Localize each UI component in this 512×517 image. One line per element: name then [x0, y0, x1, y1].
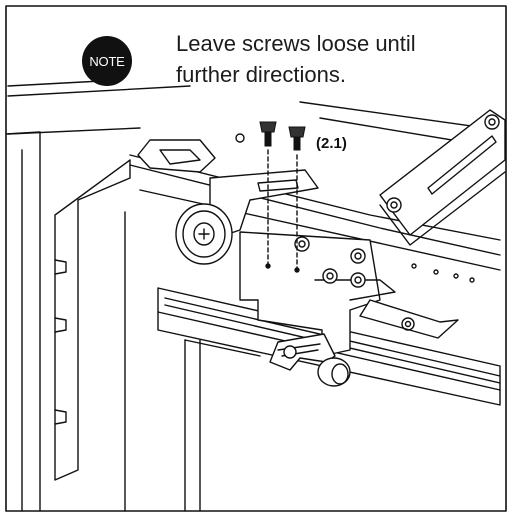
inner-door-top — [184, 339, 261, 357]
bolt-icon — [294, 114, 500, 288]
cabinet-frame-3 — [139, 189, 501, 271]
note-line-1: Leave screws loose until — [176, 31, 416, 56]
strap-bracket-edge — [379, 171, 506, 246]
strap-bracket — [379, 109, 506, 236]
note-badge: NOTE — [82, 36, 132, 86]
frame-border — [5, 5, 507, 512]
top-clamp — [137, 139, 216, 173]
roller-wheel-icon — [175, 203, 233, 265]
latch-pivot — [401, 317, 415, 331]
top-rail-outline — [7, 79, 191, 135]
left-plate-notches — [54, 259, 67, 425]
main-bracket-fold — [314, 279, 396, 301]
inner-door — [184, 339, 201, 512]
screw-icon — [259, 121, 306, 151]
left-plate — [54, 159, 131, 481]
note-line-2: further directions. — [176, 62, 346, 87]
part-callout-label: (2.1) — [316, 135, 347, 152]
latch-arm — [359, 299, 459, 339]
cabinet-frame — [129, 154, 501, 241]
note-text: Leave screws loose until further directi… — [176, 28, 496, 90]
roller-bracket-slot — [257, 179, 299, 192]
strap-slot — [427, 135, 497, 195]
left-door-outer — [5, 131, 41, 512]
